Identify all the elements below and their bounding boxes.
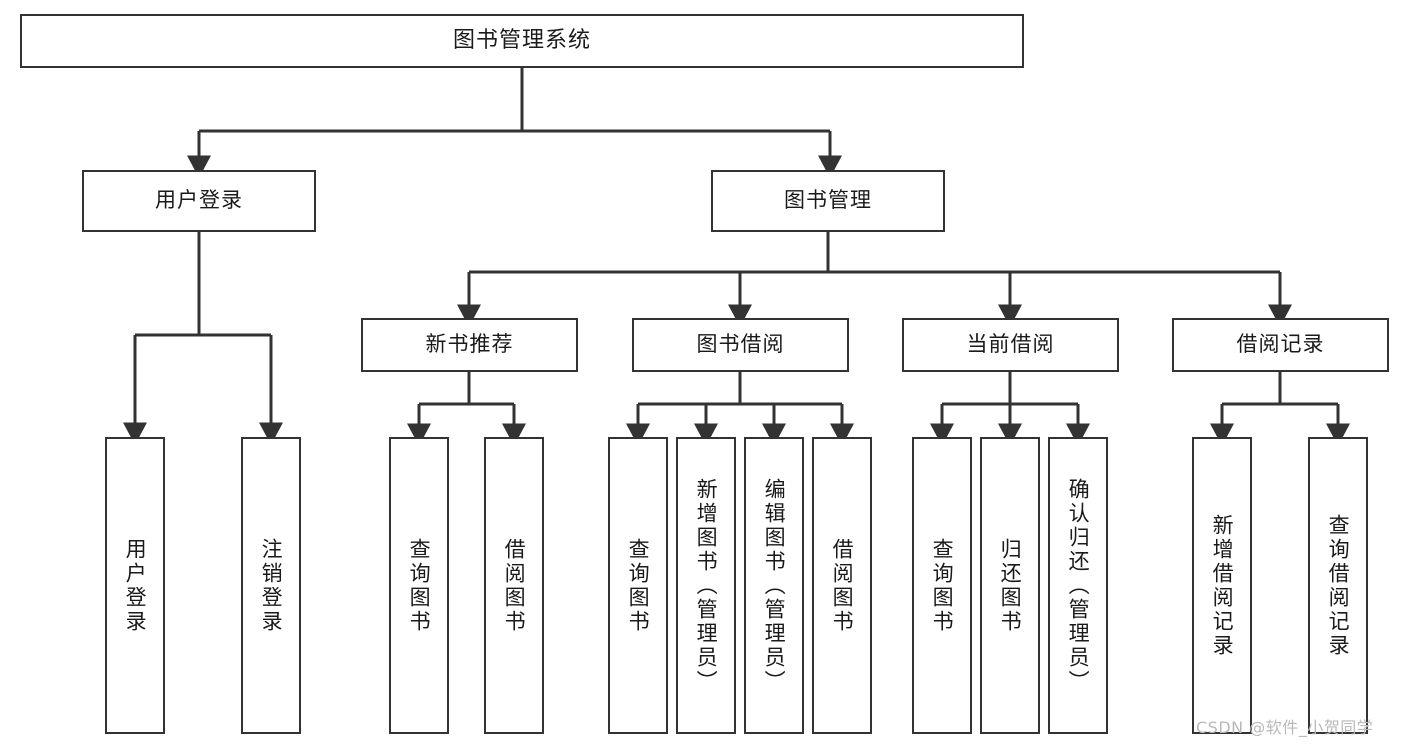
leaf-query-book-current[interactable]: 查询图书 xyxy=(912,437,972,734)
leaf-return-book[interactable]: 归还图书 xyxy=(980,437,1040,734)
leaf-query-book-borrow[interactable]: 查询图书 xyxy=(608,437,668,734)
leaf-borrow-book-borrow[interactable]: 借阅图书 xyxy=(812,437,872,734)
node-new-book-recommend[interactable]: 新书推荐 xyxy=(361,318,578,372)
csdn-watermark: CSDN @软件_小贺同学 xyxy=(1196,718,1374,737)
leaf-edit-book-admin[interactable]: 编辑图书（管理员） xyxy=(744,437,804,734)
node-root-book-management-system[interactable]: 图书管理系统 xyxy=(20,14,1024,68)
node-borrow-record[interactable]: 借阅记录 xyxy=(1172,318,1389,372)
leaf-add-book-admin[interactable]: 新增图书（管理员） xyxy=(676,437,736,734)
leaf-confirm-return-admin[interactable]: 确认归还（管理员） xyxy=(1048,437,1108,734)
leaf-query-book-recommend[interactable]: 查询图书 xyxy=(389,437,449,734)
leaf-user-login[interactable]: 用户登录 xyxy=(105,437,165,734)
node-book-manage[interactable]: 图书管理 xyxy=(711,170,945,232)
node-book-borrow[interactable]: 图书借阅 xyxy=(632,318,849,372)
leaf-query-borrow-record[interactable]: 查询借阅记录 xyxy=(1308,437,1368,734)
node-current-borrow[interactable]: 当前借阅 xyxy=(902,318,1119,372)
leaf-user-logout[interactable]: 注销登录 xyxy=(241,437,301,734)
leaf-add-borrow-record[interactable]: 新增借阅记录 xyxy=(1192,437,1252,734)
leaf-borrow-book-recommend[interactable]: 借阅图书 xyxy=(484,437,544,734)
node-user-login[interactable]: 用户登录 xyxy=(82,170,316,232)
